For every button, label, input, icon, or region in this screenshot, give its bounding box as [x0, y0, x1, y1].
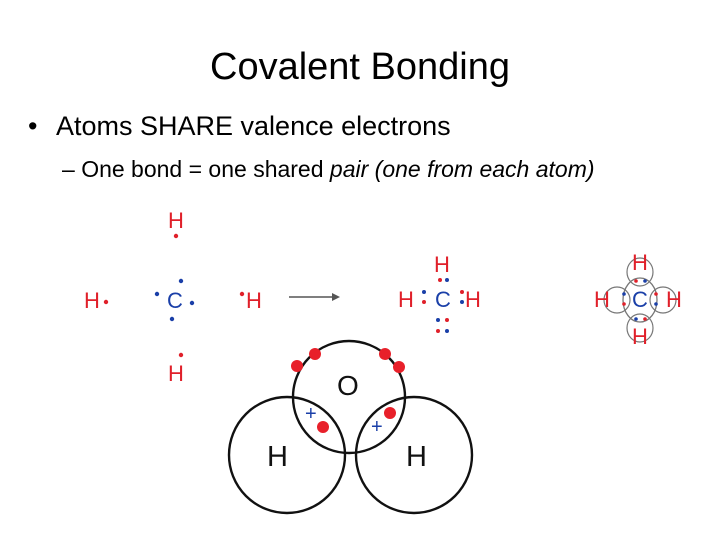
- electron-dot: [189, 300, 195, 306]
- hydrogen-label: H: [168, 361, 184, 386]
- electron-dot: [103, 299, 109, 305]
- bullet-item: • Atoms SHARE valence electrons: [28, 109, 451, 143]
- hydrogen-label: H: [632, 250, 648, 275]
- bullet-marker: •: [28, 111, 38, 141]
- electron-dot: [445, 278, 449, 282]
- electron-dot: [460, 290, 464, 294]
- separated-atoms: H H C H H: [84, 208, 262, 386]
- electron-dot: [622, 302, 626, 306]
- electron-dot: [634, 317, 638, 321]
- electron-dot: [379, 348, 391, 360]
- electron-dot: [309, 348, 321, 360]
- electron-dot: [445, 318, 449, 322]
- hydrogen-shell: [227, 395, 347, 515]
- shared-pair-structure: H H C H H: [594, 250, 682, 349]
- electron-dot: [643, 317, 647, 321]
- water-molecule: O H H + +: [227, 339, 474, 515]
- electron-dot: [317, 421, 329, 433]
- electron-dot: [643, 279, 647, 283]
- hydrogen-label: H: [84, 288, 100, 313]
- electron-dot: [239, 291, 245, 297]
- hydrogen-label: H: [398, 287, 414, 312]
- electron-dot: [622, 292, 626, 296]
- electron-dot: [393, 361, 405, 373]
- hydrogen-electron-marker: +: [305, 403, 317, 425]
- hydrogen-electron-marker: +: [371, 416, 383, 438]
- electron-dot: [438, 278, 442, 282]
- electron-dot: [634, 279, 638, 283]
- hydrogen-label: H: [267, 441, 288, 473]
- electron-dot: [436, 329, 440, 333]
- sub-bullet-italic-text: pair (one from each atom): [329, 156, 595, 182]
- hydrogen-label: H: [168, 208, 184, 233]
- oxygen-label: O: [337, 370, 359, 401]
- carbon-label: C: [632, 287, 648, 312]
- electron-dot: [436, 318, 440, 322]
- hydrogen-label: H: [632, 324, 648, 349]
- hydrogen-label: H: [666, 287, 682, 312]
- carbon-label: C: [167, 288, 183, 313]
- hydrogen-shell: [354, 395, 474, 515]
- electron-dot: [445, 329, 449, 333]
- reaction-arrow-icon: [289, 293, 340, 301]
- electron-dot: [384, 407, 396, 419]
- hydrogen-label: H: [465, 287, 481, 312]
- hydrogen-label: H: [594, 287, 610, 312]
- lewis-structure: H H C H: [398, 252, 481, 333]
- carbon-label: C: [435, 287, 451, 312]
- electron-dot: [291, 360, 303, 372]
- electron-dot: [173, 233, 179, 239]
- hydrogen-label: H: [246, 288, 262, 313]
- bullet-text: Atoms SHARE valence electrons: [56, 111, 451, 141]
- hydrogen-label: H: [434, 252, 450, 277]
- electron-dot: [422, 290, 426, 294]
- electron-dot: [654, 292, 658, 296]
- electron-dot: [178, 278, 184, 284]
- sub-bullet-marker: –: [62, 156, 75, 182]
- electron-dot: [169, 316, 175, 322]
- electron-dot: [154, 291, 160, 297]
- electron-dot: [422, 300, 426, 304]
- hydrogen-label: H: [406, 441, 427, 473]
- sub-bullet-text: One bond = one shared: [81, 156, 330, 182]
- electron-dot: [178, 352, 184, 358]
- slide-title: Covalent Bonding: [210, 46, 510, 88]
- sub-bullet-item: – One bond = one shared pair (one from e…: [62, 154, 595, 184]
- electron-dot: [654, 302, 658, 306]
- electron-dot: [460, 300, 464, 304]
